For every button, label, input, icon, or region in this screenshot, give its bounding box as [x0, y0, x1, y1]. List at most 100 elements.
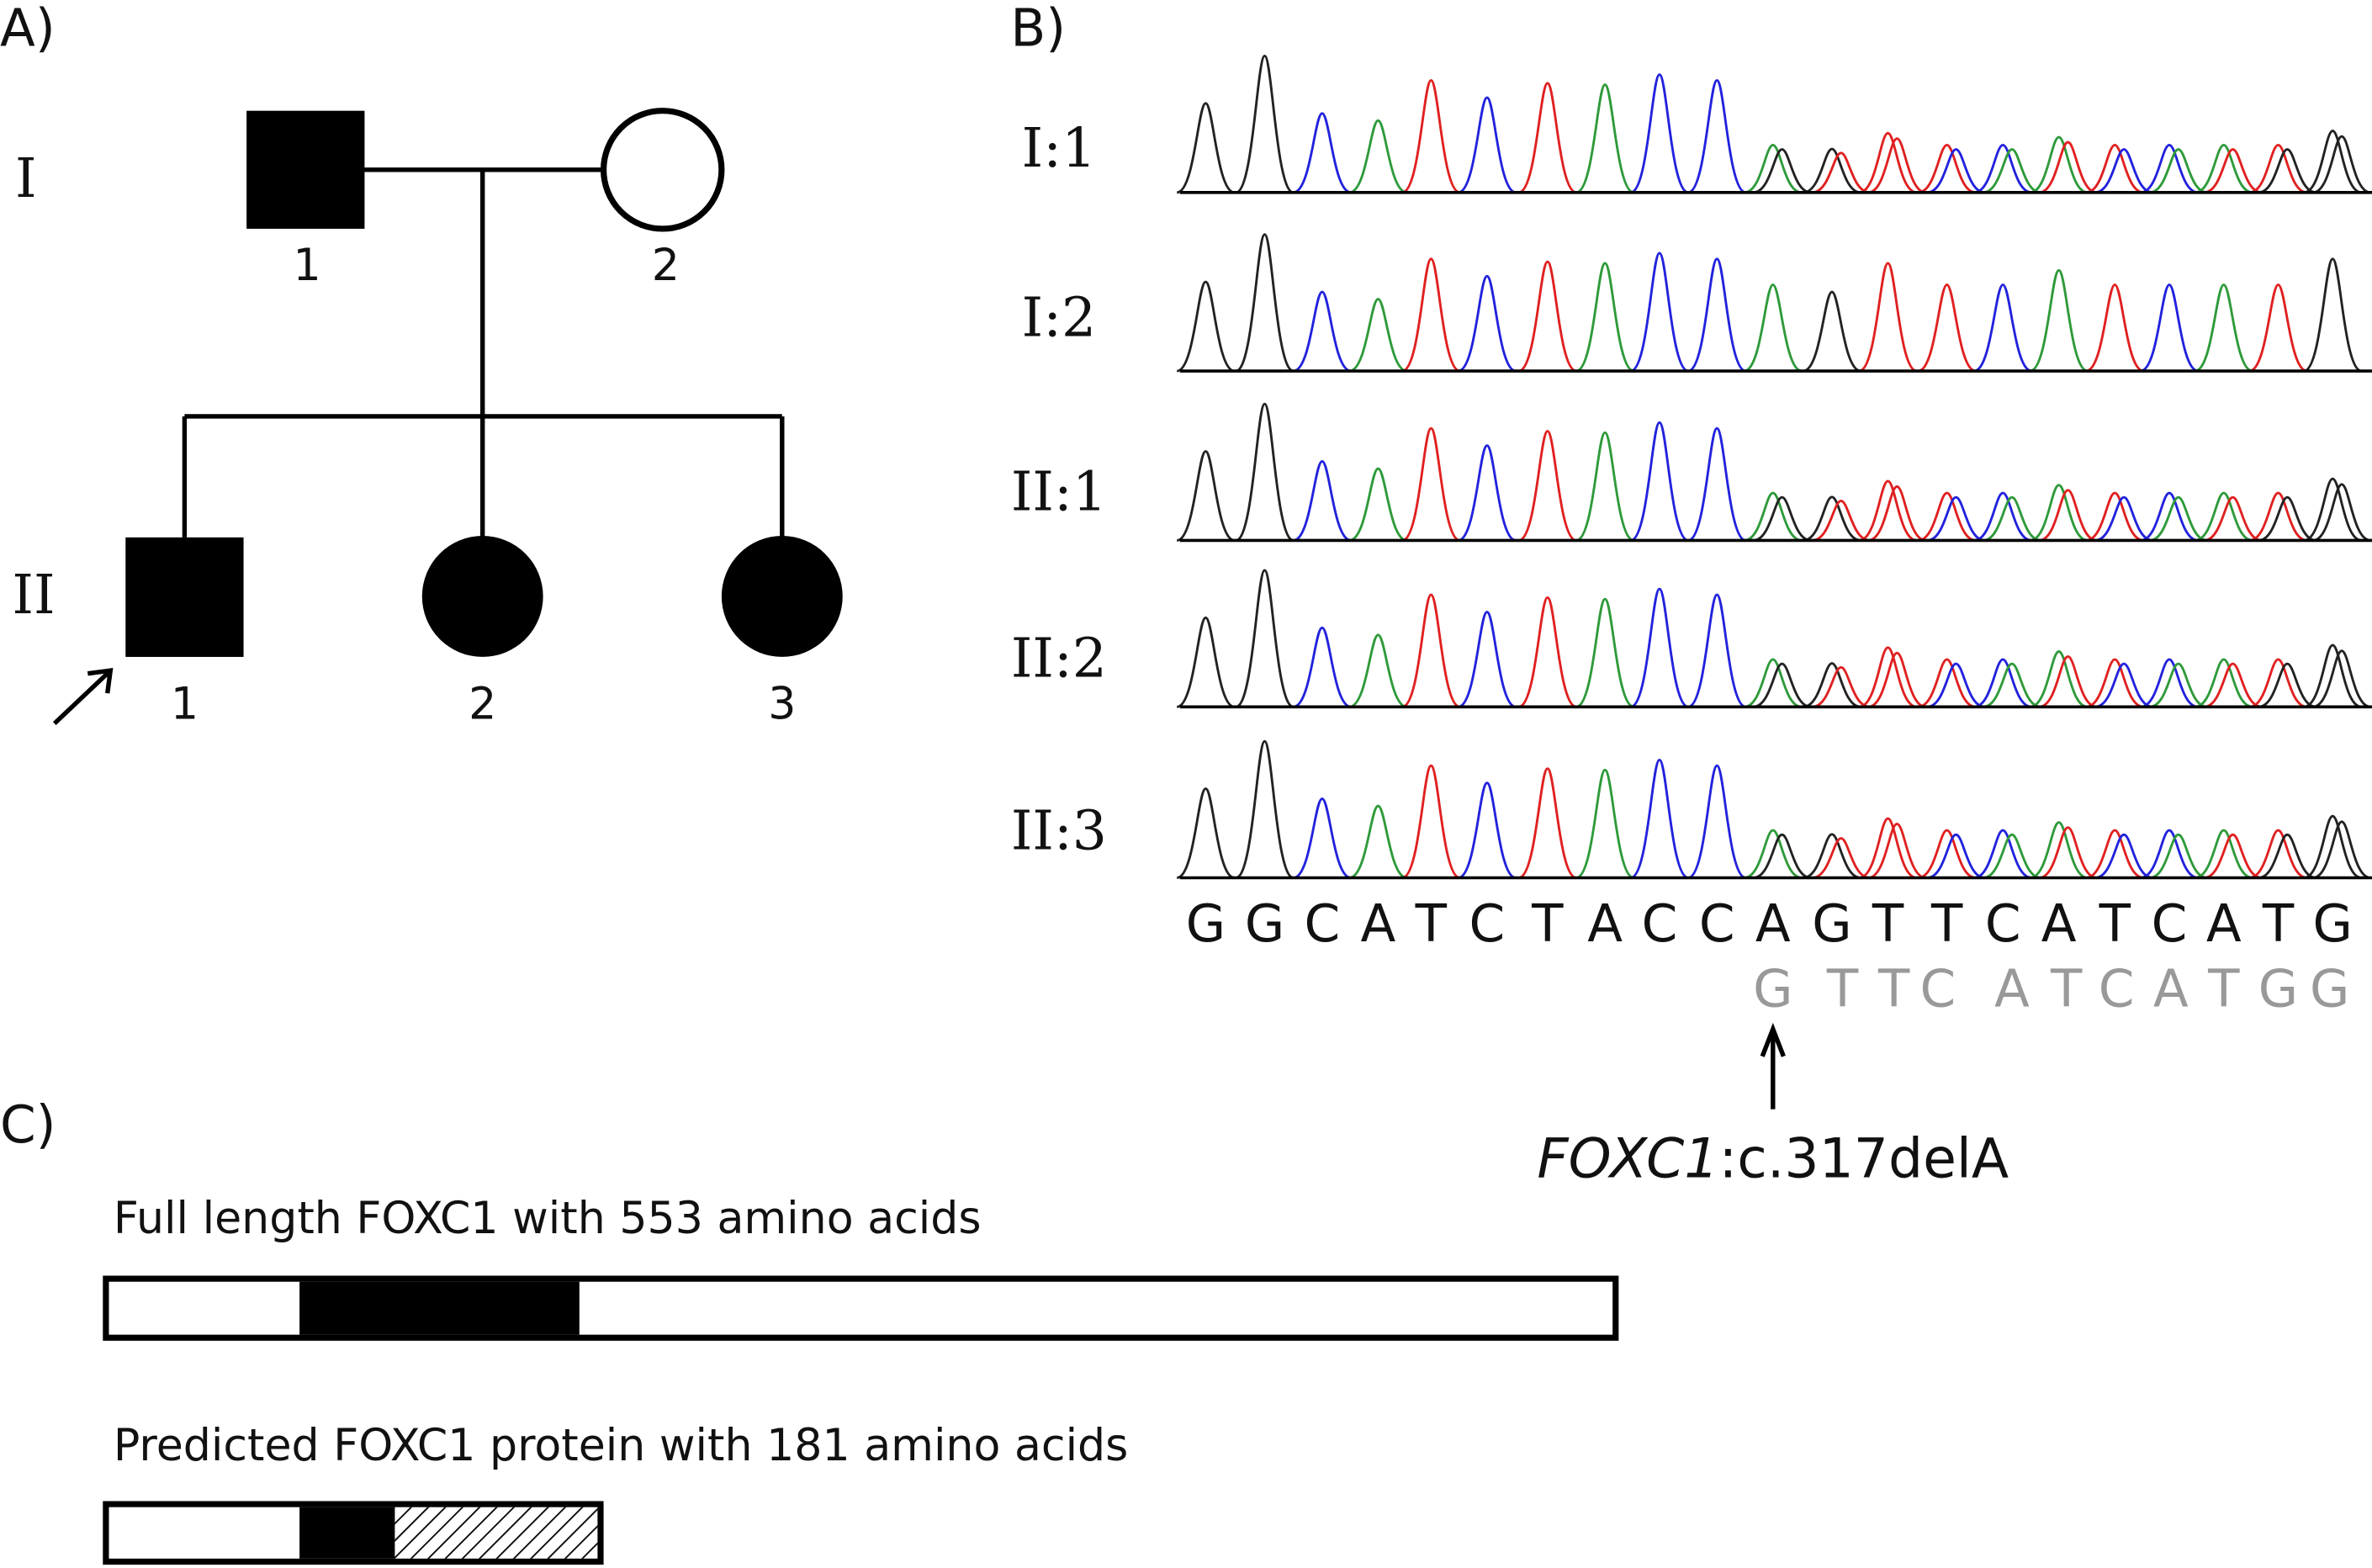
trace-peak	[2249, 829, 2307, 879]
trace-peak	[1744, 491, 1803, 542]
shifted-base: G	[2258, 959, 2298, 1019]
trace-peak	[1918, 491, 1977, 542]
trace-peak	[1518, 596, 1577, 708]
trace-peak	[1812, 665, 1871, 708]
sequence-base: C	[2152, 894, 2188, 954]
pedigree-lines	[182, 167, 785, 538]
trace-peak	[1812, 837, 1871, 879]
trace-peak	[1348, 633, 1408, 708]
trace-peak	[2258, 495, 2316, 542]
sequence-base: G	[1186, 894, 1226, 954]
trace-peak	[1176, 616, 1236, 708]
trace-peak	[1235, 739, 1295, 879]
panel-c-protein: C) Full length FOXC1 with 553 amino acid…	[0, 1095, 1619, 1565]
label-ii1: 1	[171, 680, 199, 730]
label-i1: 1	[293, 241, 320, 291]
trace-peak	[1235, 402, 1295, 542]
trace-peak	[1926, 495, 1985, 542]
trace-peak	[2195, 283, 2253, 373]
sequence-base: C	[1469, 894, 1506, 954]
sequence-base: T	[1415, 894, 1448, 954]
sequence-base: A	[1755, 894, 1791, 954]
trace-peak	[1458, 274, 1517, 373]
trace-peak	[2149, 662, 2208, 708]
sequence-base: C	[1699, 894, 1735, 954]
chromatogram-row: II:2	[1011, 569, 2372, 709]
generation-label-ii: II	[12, 564, 55, 627]
trace-peak	[2195, 829, 2253, 879]
trace-peak	[1867, 137, 1926, 194]
trace-peak	[2312, 135, 2371, 194]
sequence-base: T	[2099, 894, 2131, 954]
individual-ii2-affected-female	[421, 536, 543, 657]
trace-peak	[2312, 649, 2371, 708]
sequence-base: A	[1587, 894, 1623, 954]
trace-peak	[1973, 829, 2032, 879]
panel-a-pedigree: A) I II 1 2 1 2 3	[0, 0, 843, 730]
trace-peak	[2094, 148, 2153, 194]
row-label: I:2	[1022, 287, 1097, 350]
trace-peak	[2085, 491, 2144, 542]
shifted-base: C	[2099, 959, 2135, 1019]
trace-peak	[1867, 485, 1926, 542]
trace-peak	[1983, 833, 2041, 879]
trace-peak	[1918, 143, 1977, 194]
trace-peak	[1575, 262, 1634, 373]
trace-peak	[1803, 662, 1861, 708]
trace-peak	[1983, 148, 2041, 194]
sequence-base: G	[1812, 894, 1851, 954]
trace-peak	[1630, 587, 1689, 708]
trace-peak	[2258, 148, 2316, 194]
trace-peak	[1235, 569, 1295, 708]
sequence-base: G	[2313, 894, 2353, 954]
shifted-base: G	[2310, 959, 2349, 1019]
mutation-variant: :c.317delA	[1718, 1128, 2009, 1191]
trace-peak	[2030, 821, 2089, 879]
sequence-base: A	[2041, 894, 2077, 954]
trace-peak	[1858, 262, 1918, 373]
trace-peak	[2258, 833, 2316, 879]
trace-peak	[1926, 148, 1985, 194]
shifted-base: T	[1877, 959, 1910, 1019]
trace-peak	[1858, 131, 1918, 194]
trace-peak	[1858, 479, 1918, 542]
trace-peak	[1812, 500, 1871, 542]
trace-peak	[2149, 148, 2208, 194]
trace-peak	[2030, 484, 2089, 542]
trace-peak	[1630, 421, 1689, 542]
trace-peak	[2248, 283, 2308, 373]
trace-peak	[1867, 822, 1926, 879]
trace-peak	[2038, 826, 2098, 879]
trace-peak	[2030, 135, 2089, 194]
label-i2: 2	[652, 241, 680, 291]
shifted-base: C	[1919, 959, 1956, 1019]
trace-peak	[2303, 477, 2362, 542]
sequence-base: T	[1531, 894, 1564, 954]
individual-ii1-proband-male	[125, 537, 244, 657]
trace-peak	[1687, 593, 1747, 708]
trace-peak	[1575, 768, 1634, 879]
sequence-base: A	[2206, 894, 2242, 954]
trace-peak	[2094, 495, 2153, 542]
trace-peak	[1348, 467, 1408, 542]
trace-peak	[1687, 764, 1747, 879]
sequence-base: C	[1305, 894, 1341, 954]
trace-peak	[2303, 814, 2362, 879]
sequence-base: A	[1360, 894, 1395, 954]
sequence-base: G	[1245, 894, 1284, 954]
trace-peak	[2303, 257, 2362, 373]
trace-peak	[1918, 658, 1977, 708]
trace-peak	[1518, 260, 1577, 373]
sequence-base: C	[1985, 894, 2021, 954]
proband-arrow-icon	[52, 667, 114, 726]
trace-peak	[2149, 833, 2208, 879]
individual-i2-unaffected-female	[600, 108, 725, 232]
shifted-base: G	[1753, 959, 1792, 1019]
trace-peak	[2140, 829, 2199, 879]
chromatogram-row: II:3	[1011, 739, 2372, 880]
label-ii2: 2	[469, 680, 496, 730]
trace-peak	[1458, 611, 1517, 708]
trace-peak	[2195, 143, 2253, 194]
trace-peak	[2204, 148, 2263, 194]
